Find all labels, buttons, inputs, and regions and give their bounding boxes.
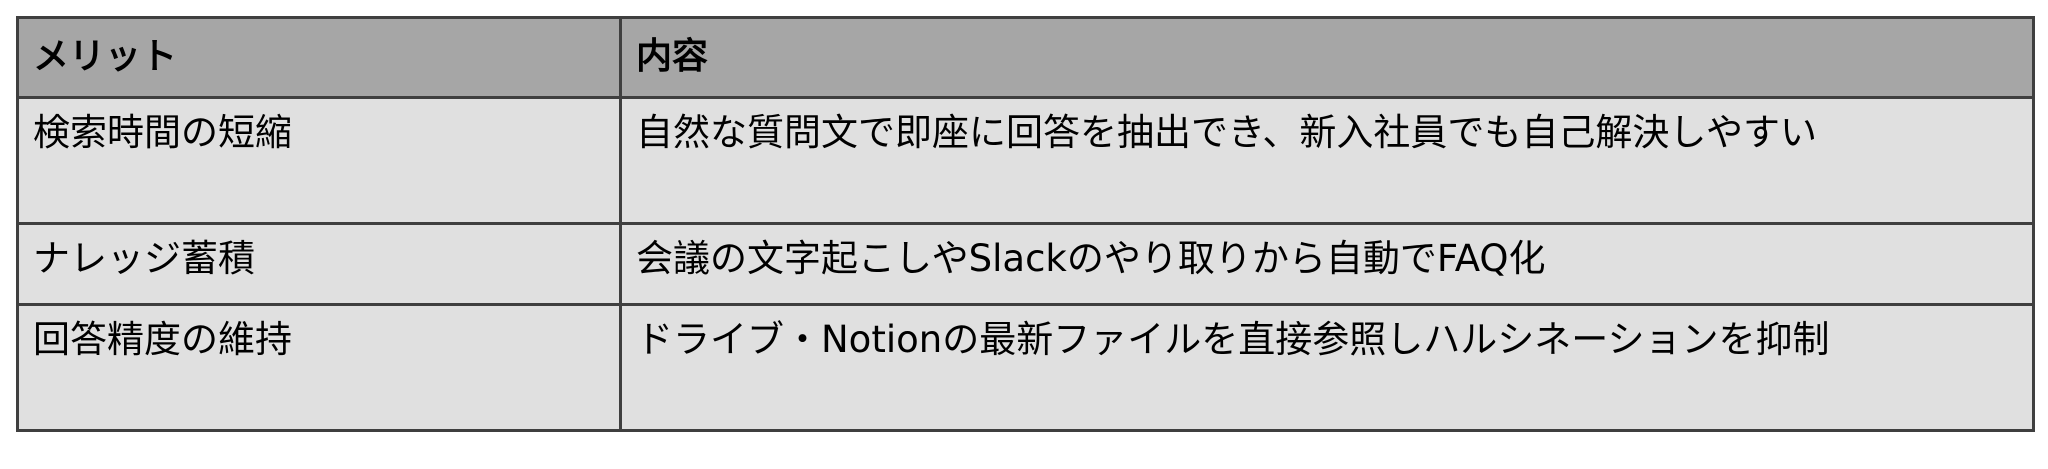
column-header-content: 内容 bbox=[619, 16, 2035, 99]
table-row: ナレッジ蓄積 会議の文字起こしやSlackのやり取りから自動でFAQ化 bbox=[16, 222, 2035, 306]
content-cell: 会議の文字起こしやSlackのやり取りから自動でFAQ化 bbox=[619, 222, 2035, 306]
merit-table: メリット 内容 検索時間の短縮 自然な質問文で即座に回答を抽出でき、新入社員でも… bbox=[16, 16, 2035, 432]
table-row: 回答精度の維持 ドライブ・Notionの最新ファイルを直接参照しハルシネーション… bbox=[16, 303, 2035, 432]
table-header-row: メリット 内容 bbox=[16, 16, 2035, 99]
merit-cell: 回答精度の維持 bbox=[16, 303, 622, 432]
merit-cell: ナレッジ蓄積 bbox=[16, 222, 622, 306]
content-cell: 自然な質問文で即座に回答を抽出でき、新入社員でも自己解決しやすい bbox=[619, 96, 2035, 225]
content-cell: ドライブ・Notionの最新ファイルを直接参照しハルシネーションを抑制 bbox=[619, 303, 2035, 432]
table-row: 検索時間の短縮 自然な質問文で即座に回答を抽出でき、新入社員でも自己解決しやすい bbox=[16, 96, 2035, 225]
merit-cell: 検索時間の短縮 bbox=[16, 96, 622, 225]
column-header-merit: メリット bbox=[16, 16, 622, 99]
